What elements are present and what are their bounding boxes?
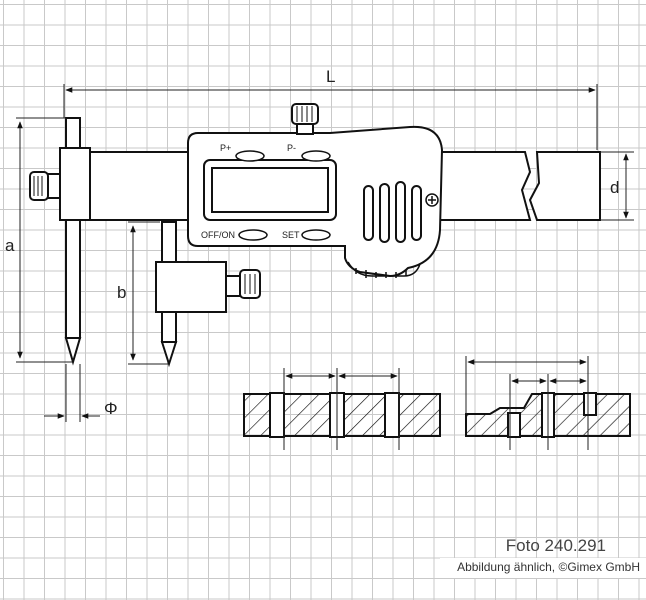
button-off-on: OFF/ON (201, 229, 268, 241)
dimension-l-label: L (326, 67, 335, 86)
dimension-b-label: b (117, 283, 126, 302)
long-jaw (59, 117, 91, 366)
set-label: SET (282, 230, 300, 240)
lcd-screen (203, 159, 337, 221)
p-plus-label: P+ (220, 143, 231, 153)
p-minus-label: P- (287, 143, 296, 153)
credit-bar (440, 558, 646, 578)
dimension-d (600, 151, 634, 221)
button-p-minus: P- (287, 143, 331, 162)
dimension-a-label: a (5, 236, 15, 255)
section-through-holes (243, 392, 441, 438)
section-stepped-holes-dimensions (465, 356, 589, 450)
credit-text: Abbildung ähnlich, ©Gimex GmbH (457, 560, 640, 574)
section-through-holes-dimensions (283, 368, 400, 450)
knurled-edge (347, 261, 421, 278)
dimension-l (63, 84, 598, 150)
button-p-plus: P+ (220, 143, 265, 162)
thumb-wheel (291, 103, 319, 135)
dimension-d-label: d (610, 178, 619, 197)
fixing-screw (425, 193, 439, 207)
dimension-phi-label: Φ (104, 399, 118, 418)
lock-screw-right (225, 269, 261, 299)
button-set: SET (282, 229, 331, 241)
dimension-a (16, 117, 72, 363)
short-jaw (155, 221, 227, 368)
photo-number: Foto 240.291 (505, 536, 606, 555)
off-on-label: OFF/ON (201, 230, 235, 240)
dimension-phi (44, 364, 100, 422)
dimension-b (128, 221, 168, 365)
lock-screw-left (29, 171, 61, 201)
grip-ribs (363, 181, 422, 243)
